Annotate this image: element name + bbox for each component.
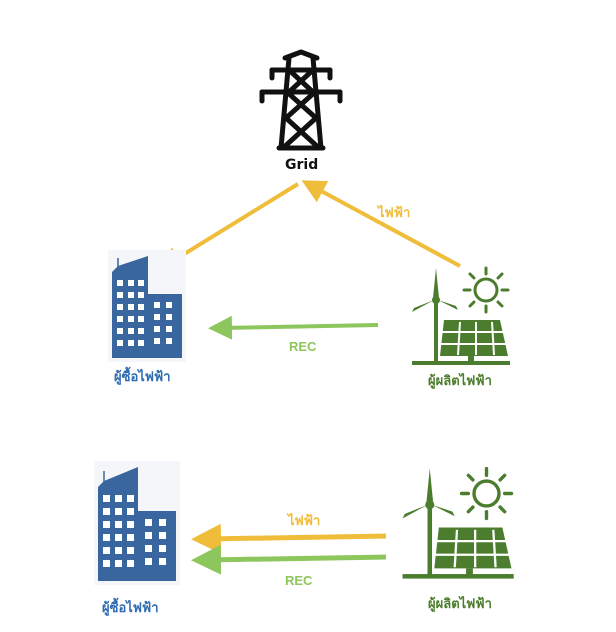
arrow-rec-top xyxy=(208,315,379,340)
arrow-grid-to-buyer xyxy=(157,182,300,271)
arrow-producer-to-grid xyxy=(301,180,461,268)
rec-label-bottom: REC xyxy=(285,573,313,588)
electricity-label-top: ไฟฟ้า xyxy=(378,206,411,221)
electricity-label-bottom: ไฟฟ้า xyxy=(288,514,321,529)
building-icon xyxy=(108,250,186,362)
arrow-rec-bottom xyxy=(191,544,387,575)
building-icon xyxy=(94,461,180,585)
arrow-electricity-bottom xyxy=(191,523,387,554)
rec-label-top: REC xyxy=(289,339,317,354)
producer-label-bottom: ผู้ผลิตไฟฟ้า xyxy=(428,597,492,612)
buyer-label-bottom: ผู้ซื้อไฟฟ้า xyxy=(102,601,159,616)
grid-label: Grid xyxy=(285,157,319,173)
producer-label-top: ผู้ผลิตไฟฟ้า xyxy=(428,374,492,389)
wind-solar-icon xyxy=(398,464,516,582)
buyer-label-top: ผู้ซื้อไฟฟ้า xyxy=(114,370,171,385)
wind-solar-icon xyxy=(408,264,512,368)
